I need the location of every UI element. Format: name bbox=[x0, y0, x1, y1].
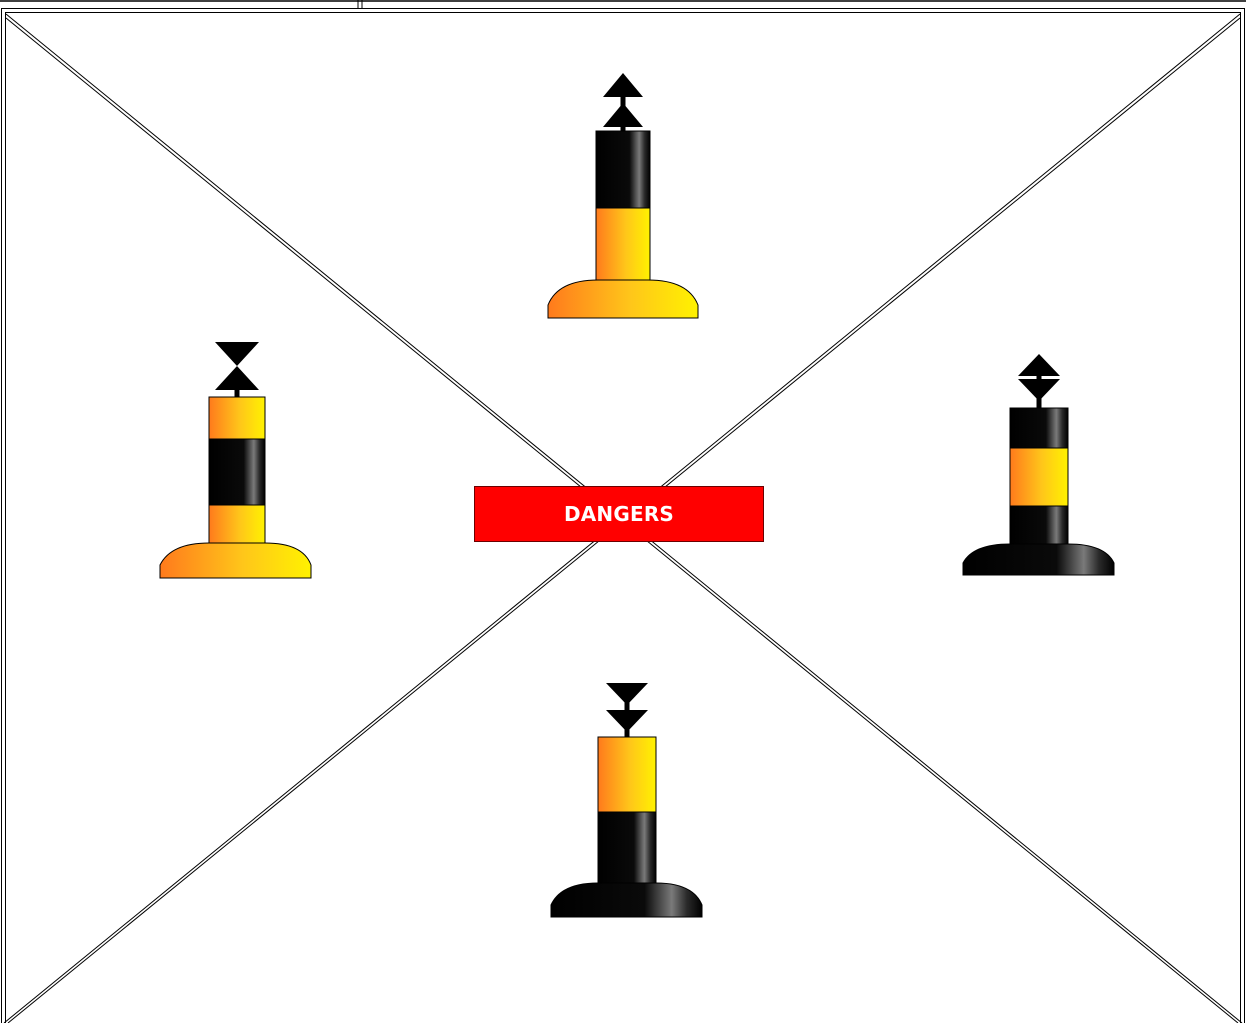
east-topmark-icon bbox=[1018, 354, 1060, 409]
top-strip bbox=[0, 0, 1246, 8]
south-topmark-icon bbox=[606, 683, 648, 738]
north-topmark-icon bbox=[603, 73, 643, 132]
east-cardinal-buoy bbox=[963, 354, 1114, 575]
south-cardinal-buoy bbox=[551, 683, 702, 917]
north-cardinal-buoy bbox=[548, 73, 698, 318]
dangers-label: DANGERS bbox=[474, 486, 764, 542]
west-cardinal-buoy bbox=[160, 342, 311, 578]
west-topmark-icon bbox=[215, 342, 259, 398]
